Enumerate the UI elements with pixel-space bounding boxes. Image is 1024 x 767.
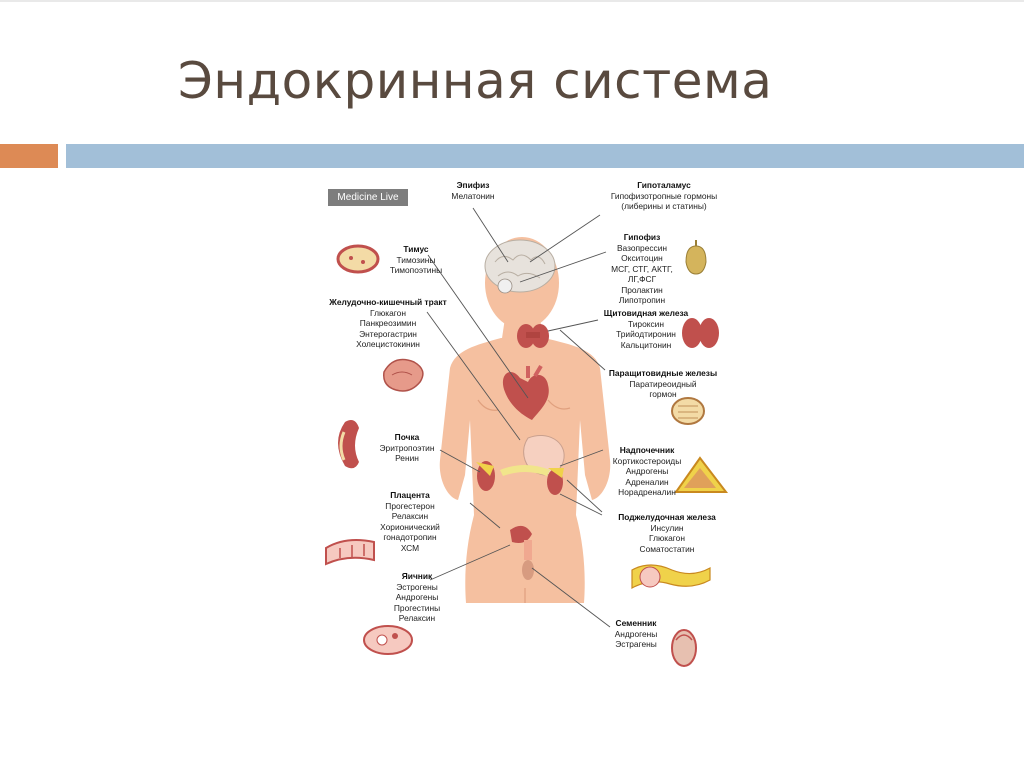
label-gi-tract-item-3: Энтерогастрин xyxy=(359,328,417,339)
label-placenta: Плацента Прогестерон Релаксин Хорионичес… xyxy=(374,490,446,553)
label-epiphysis-name: Эпифиз xyxy=(456,180,490,190)
label-thymus: Тимус Тимозины Тимопоэтины xyxy=(387,244,445,276)
label-adrenal-item-3: Адреналин xyxy=(625,476,669,487)
label-gi-tract-item-4: Холецистокинин xyxy=(356,339,420,349)
label-gi-tract-item-1: Глюкагон xyxy=(370,307,406,318)
label-placenta-item-2: Релаксин xyxy=(391,511,429,521)
leader-lines xyxy=(426,207,611,628)
label-testis-item-2: Эстрагены xyxy=(615,639,657,649)
label-kidney: Почка Эритропоэтин Ренин xyxy=(375,432,439,464)
label-adrenal-item-1: Кортикостероиды xyxy=(612,455,682,466)
label-kidney-name: Почка xyxy=(394,432,420,442)
accent-bar-blue xyxy=(66,144,1024,168)
label-pituitary-item-4: ЛГ,ФСГ xyxy=(627,274,657,284)
label-parathyroid-name: Паращитовидные железы xyxy=(608,368,718,378)
label-pituitary-item-2: Окситоцин xyxy=(621,253,663,263)
adrenal-icon xyxy=(674,456,729,493)
label-pituitary-item-5: Пролактин xyxy=(621,284,663,295)
label-testis-name: Семенник xyxy=(615,618,657,628)
label-pituitary-name: Гипофиз xyxy=(623,232,661,242)
parathyroid-icon xyxy=(671,397,705,425)
accent-bar-orange xyxy=(0,144,58,168)
label-gi-tract-item-2: Панкреозимин xyxy=(359,318,417,328)
placenta-icon xyxy=(325,539,375,566)
ovary-icon xyxy=(363,625,413,655)
label-ovary-item-4: Релаксин xyxy=(398,613,436,623)
label-parathyroid: Паращитовидные железы Паратиреоидный гор… xyxy=(602,368,724,400)
label-parathyroid-item-1: Паратиреоидный xyxy=(629,378,697,389)
label-ovary-item-3: Прогестины xyxy=(393,602,441,613)
label-kidney-item-2: Ренин xyxy=(395,453,419,463)
label-placenta-name: Плацента xyxy=(390,490,430,500)
label-adrenal: Надпочечник Кортикостероиды Андрогены Ад… xyxy=(600,445,694,498)
slide-top-border xyxy=(0,0,1024,2)
thymus-icon xyxy=(336,244,380,274)
label-thyroid-item-3: Кальцитонин xyxy=(620,339,672,350)
thyroid-side-icon xyxy=(682,318,719,348)
label-ovary-name: Яичник xyxy=(401,571,433,581)
label-adrenal-item-2: Андрогены xyxy=(625,466,669,476)
pituitary-icon xyxy=(685,240,707,275)
thyroid-icon xyxy=(517,324,549,348)
label-thyroid: Щитовидная железа Тироксин Трийодтиронин… xyxy=(600,308,692,350)
abdomen-organs-icon xyxy=(476,435,565,495)
pancreas-icon xyxy=(631,564,711,590)
label-placenta-item-4: гонадотропин xyxy=(383,532,437,542)
label-testis: Семенник Андрогены Эстрагены xyxy=(608,618,664,650)
heart-icon xyxy=(502,364,549,420)
label-pancreas: Поджелудочная железа Инсулин Глюкагон Со… xyxy=(606,512,728,554)
label-pituitary-item-6: Липотропин xyxy=(618,295,666,305)
label-parathyroid-item-2: гормон xyxy=(649,389,677,399)
label-pituitary: Гипофиз Вазопрессин Окситоцин МСГ, СТГ, … xyxy=(602,232,682,306)
label-pancreas-item-3: Соматостатин xyxy=(639,543,695,554)
label-pancreas-name: Поджелудочная железа xyxy=(618,512,716,522)
label-pancreas-item-2: Глюкагон xyxy=(649,533,685,543)
label-placenta-item-3: Хорионический xyxy=(380,521,440,532)
label-epiphysis: Эпифиз Мелатонин xyxy=(446,180,500,201)
label-hypothalamus-item-1: Гипофизотропные гормоны xyxy=(610,190,718,201)
label-adrenal-name: Надпочечник xyxy=(619,445,675,455)
kidney-icon xyxy=(338,420,359,469)
label-pituitary-item-1: Вазопрессин xyxy=(616,242,668,253)
label-pituitary-item-3: МСГ, СТГ, АКТГ, xyxy=(611,263,673,274)
label-hypothalamus-item-2: (либерины и статины) xyxy=(621,201,707,211)
label-ovary: Яичник Эстрогены Андрогены Прогестины Ре… xyxy=(387,571,447,624)
label-gi-tract: Желудочно-кишечный тракт Глюкагон Панкре… xyxy=(322,297,454,350)
pelvic-organs-icon xyxy=(510,525,534,580)
label-adrenal-item-4: Норадреналин xyxy=(618,487,676,497)
label-ovary-item-1: Эстрогены xyxy=(396,581,438,592)
label-hypothalamus-name: Гипоталамус xyxy=(637,180,691,190)
label-thyroid-item-1: Тироксин xyxy=(628,318,664,329)
label-hypothalamus: Гипоталамус Гипофизотропные гормоны (либ… xyxy=(598,180,730,212)
testis-icon xyxy=(671,629,697,667)
label-ovary-item-2: Андрогены xyxy=(395,592,439,602)
label-placenta-item-1: Прогестерон xyxy=(385,500,435,511)
label-pancreas-item-1: Инсулин xyxy=(650,522,684,533)
label-thymus-name: Тимус xyxy=(403,244,429,254)
label-gi-tract-name: Желудочно-кишечный тракт xyxy=(329,297,447,307)
label-thymus-item-2: Тимопоэтины xyxy=(389,265,443,275)
watermark: Medicine Live xyxy=(328,189,408,206)
label-placenta-item-5: ХСМ xyxy=(400,542,420,553)
label-epiphysis-item-1: Мелатонин xyxy=(451,190,495,201)
label-kidney-item-1: Эритропоэтин xyxy=(379,442,435,453)
label-thyroid-name: Щитовидная железа xyxy=(603,308,689,318)
label-testis-item-1: Андрогены xyxy=(614,628,658,639)
label-thymus-item-1: Тимозины xyxy=(396,254,436,265)
intestine-icon xyxy=(383,358,424,392)
slide-title: Эндокринная система xyxy=(178,52,773,110)
label-thyroid-item-2: Трийодтиронин xyxy=(616,329,676,339)
brain-icon xyxy=(484,239,556,294)
